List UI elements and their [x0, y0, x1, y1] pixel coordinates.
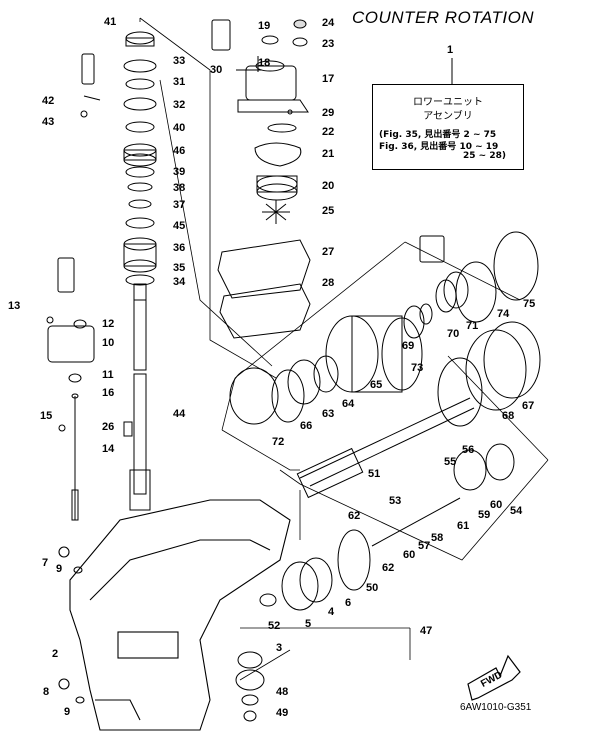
- part-label-66: 66: [300, 420, 313, 432]
- part-label-26: 26: [102, 421, 115, 433]
- part-label-42: 42: [42, 95, 55, 107]
- part-label-56: 56: [462, 444, 475, 456]
- part-label-19: 19: [258, 20, 271, 32]
- assembly-name-jp: ロワーユニット: [413, 97, 483, 108]
- part-label-21: 21: [322, 148, 335, 160]
- part-label-75: 75: [523, 298, 536, 310]
- part-label-72: 72: [272, 436, 285, 448]
- part-label-54: 54: [510, 505, 523, 517]
- part-label-64: 64: [342, 398, 355, 410]
- part-label-5: 5: [305, 618, 312, 630]
- part-label-10: 10: [102, 337, 115, 349]
- assembly-ref-line3: 25 ~ 28): [463, 151, 506, 161]
- part-label-57: 57: [418, 540, 431, 552]
- part-label-36: 36: [173, 242, 186, 254]
- part-label-13: 13: [8, 300, 21, 312]
- shift-rod-group: [47, 257, 133, 521]
- part-label-30: 30: [210, 64, 223, 76]
- fwd-arrow: FWD: [467, 654, 521, 701]
- part-label-49: 49: [276, 707, 289, 719]
- part-label-27: 27: [322, 246, 335, 258]
- part-label-62a: 62: [348, 510, 361, 522]
- drawing-code: 6AW1010-G351: [460, 702, 532, 713]
- part-label-23: 23: [322, 38, 335, 50]
- part-label-50: 50: [366, 582, 379, 594]
- part-label-17: 17: [322, 73, 335, 85]
- part-label-40: 40: [173, 122, 186, 134]
- part-label-41: 41: [104, 16, 117, 28]
- part-label-69: 69: [402, 340, 415, 352]
- reference-lines: [139, 17, 549, 681]
- part-label-11: 11: [102, 369, 114, 381]
- part-label-74: 74: [497, 308, 510, 320]
- part-label-2: 2: [52, 648, 59, 660]
- small-parts: [46, 19, 445, 324]
- part-label-14: 14: [102, 443, 115, 455]
- part-label-51: 51: [368, 468, 381, 480]
- part-label-29: 29: [322, 107, 335, 119]
- part-label-3: 3: [276, 642, 283, 654]
- propeller-shaft-group: [229, 231, 541, 722]
- lower-casing: [58, 499, 291, 731]
- part-label-65: 65: [370, 379, 383, 391]
- part-label-46: 46: [173, 145, 186, 157]
- assembly-info-box: ロワーユニット アセンブリ (Fig. 35, 見出番号 2 ~ 75 Fig.…: [372, 84, 524, 170]
- part-label-73: 73: [411, 362, 424, 374]
- part-label-37: 37: [173, 199, 186, 211]
- part-label-44: 44: [173, 408, 186, 420]
- part-label-60b: 60: [403, 549, 416, 561]
- water-pump-group: [217, 19, 311, 339]
- part-label-12: 12: [102, 318, 115, 330]
- part-label-45: 45: [173, 220, 186, 232]
- drive-shaft-group: [123, 31, 157, 511]
- part-label-9a: 9: [56, 563, 63, 575]
- part-label-18: 18: [258, 57, 271, 69]
- assembly-ref-line2: Fig. 36, 見出番号 10 ~ 19: [379, 142, 499, 152]
- part-label-8: 8: [43, 686, 50, 698]
- part-label-70: 70: [447, 328, 460, 340]
- part-label-59: 59: [478, 509, 491, 521]
- part-label-61: 61: [457, 520, 470, 532]
- part-label-7: 7: [42, 557, 49, 569]
- part-label-67: 67: [522, 400, 535, 412]
- part-label-53: 53: [389, 495, 402, 507]
- part-label-4: 4: [328, 606, 335, 618]
- part-label-48: 48: [276, 686, 289, 698]
- assembly-ref-line1: (Fig. 35, 見出番号 2 ~ 75: [379, 130, 497, 140]
- part-label-35: 35: [173, 262, 186, 274]
- part-label-68: 68: [502, 410, 515, 422]
- fwd-label: FWD: [479, 670, 504, 690]
- part-label-15: 15: [40, 410, 53, 422]
- part-label-60a: 60: [490, 499, 503, 511]
- part-label-38: 38: [173, 182, 186, 194]
- part-label-33: 33: [173, 55, 186, 67]
- part-label-55: 55: [444, 456, 457, 468]
- part-label-34: 34: [173, 276, 186, 288]
- part-label-20: 20: [322, 180, 335, 192]
- part-label-1: 1: [447, 44, 454, 56]
- part-label-58: 58: [431, 532, 444, 544]
- part-label-62b: 62: [382, 562, 395, 574]
- assembly-name-jp2: アセンブリ: [423, 111, 473, 122]
- part-label-9b: 9: [64, 706, 71, 718]
- part-label-47: 47: [420, 625, 433, 637]
- part-label-24: 24: [322, 17, 335, 29]
- part-label-52: 52: [268, 620, 281, 632]
- diagram-title: COUNTER ROTATION: [352, 8, 535, 27]
- part-label-16: 16: [102, 387, 115, 399]
- part-label-6: 6: [345, 597, 352, 609]
- part-label-28: 28: [322, 277, 335, 289]
- part-label-31: 31: [173, 76, 186, 88]
- part-label-39: 39: [173, 166, 186, 178]
- part-label-22: 22: [322, 126, 335, 138]
- part-label-63: 63: [322, 408, 335, 420]
- part-label-71: 71: [466, 320, 479, 332]
- part-label-32: 32: [173, 99, 186, 111]
- part-label-43: 43: [42, 116, 55, 128]
- part-label-25: 25: [322, 205, 335, 217]
